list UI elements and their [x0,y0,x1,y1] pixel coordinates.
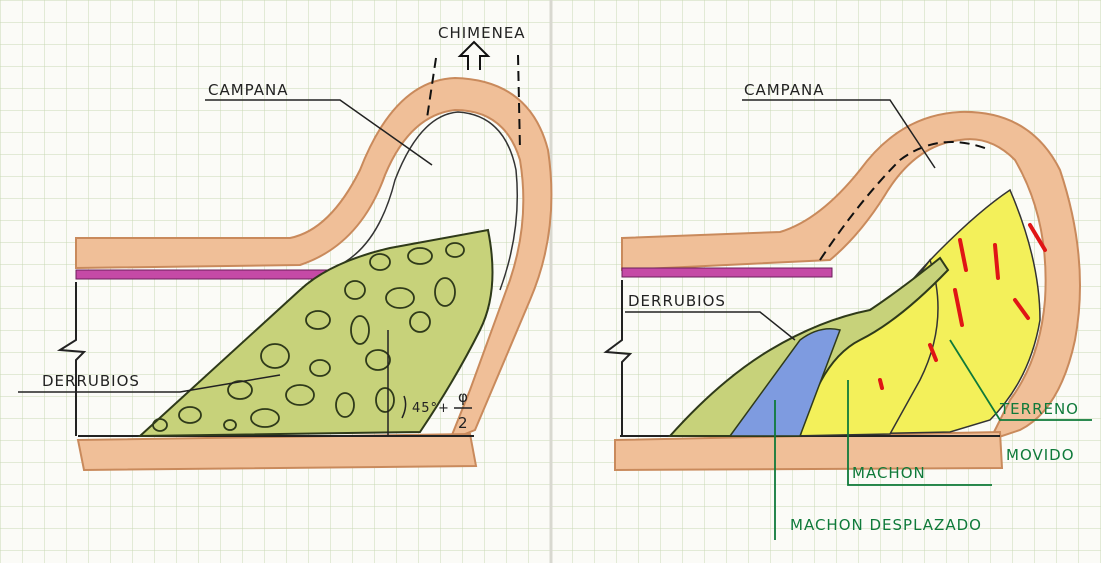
left-chimenea-label: CHIMENEA [438,24,526,42]
right-campana-label: CAMPANA [744,81,825,99]
left-angle-numerator: φ [458,388,469,406]
right-movido-label: MOVIDO [1006,446,1075,464]
left-derrubios-label: DERRUBIOS [42,372,140,390]
left-slab [76,270,346,279]
right-terreno-label: TERRENO [999,400,1079,418]
right-derrubios-label: DERRUBIOS [628,292,726,310]
left-campana-label: CAMPANA [208,81,289,99]
right-slab [622,268,832,277]
left-angle-prefix: 45°+ [412,401,450,416]
left-angle-denominator: 2 [458,414,469,432]
right-machon-desplazado-label: MACHON DESPLAZADO [790,516,982,534]
right-machon-label: MACHON [852,464,926,482]
left-floor [78,434,476,470]
